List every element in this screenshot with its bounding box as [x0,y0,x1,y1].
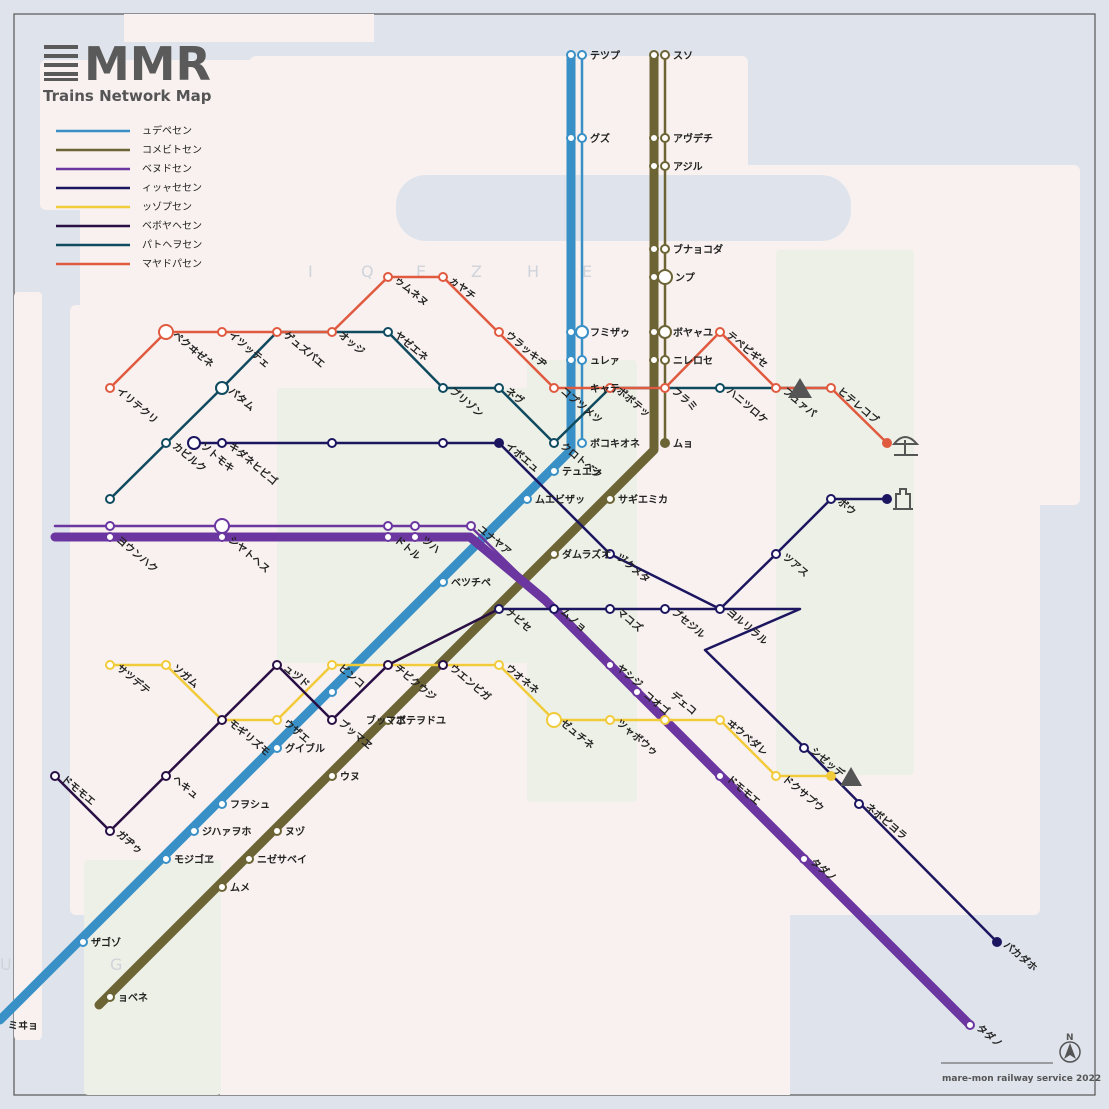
mountain-icon [788,378,812,398]
svg-text:ボヤャユ: ボヤャユ [673,326,713,339]
svg-text:キャテ: キャテ [590,383,620,395]
logo-mark-icon [44,45,78,81]
svg-text:G: G [110,955,122,974]
svg-text:ボテヲドユ: ボテヲドユ [396,714,446,727]
legend-item: ュデペセン [142,124,192,137]
tent-icon [840,767,862,786]
svg-text:ョベネ: ョベネ [118,992,148,1004]
line-purple [50,532,975,1030]
line-yellow [108,663,833,778]
svg-text:モジゴヱ: モジゴヱ [174,853,214,866]
logo: MMR Trains Network Map [43,37,212,105]
svg-text:ムエビザッ: ムエビザッ [535,493,585,506]
svg-text:E: E [582,262,592,281]
svg-text:ムョ: ムョ [673,438,693,450]
svg-text:ンプ: ンプ [675,271,696,284]
svg-text:グズ: グズ [590,132,610,145]
svg-text:I: I [308,262,313,281]
legend-item: ベヌドセン [142,163,192,175]
map-title: MMR [84,37,211,91]
legend: ュデペセン コメビトセン ベヌドセン ィッャセセン ッゾプセン ベボヤヘセン パ… [56,124,202,270]
svg-text:フヲシュ: フヲシュ [230,799,270,811]
svg-text:テツプ: テツプ [590,49,621,62]
stations[interactable] [50,50,1002,1030]
svg-text:グイブル: グイブル [285,742,325,755]
svg-text:サギエミカ: サギエミカ [618,493,668,506]
legend-item: マヤドパセン [142,258,202,270]
legend-item: ッゾプセン [142,201,192,213]
compass-icon: N [1059,1033,1081,1063]
svg-text:テュエシ: テュエシ [562,466,602,478]
legend-item: パトヘヲセン [142,239,202,251]
svg-text:ミヰョ: ミヰョ [8,1020,38,1032]
svg-text:ブナョコダ: ブナョコダ [673,243,723,256]
svg-text:ダムラズオ: ダムラズオ [562,548,611,561]
svg-text:ウヌ: ウヌ [340,771,360,783]
grid-labels: I Q E Z H E U G [0,262,592,974]
svg-text:ムメ: ムメ [230,882,250,894]
svg-text:スソ: スソ [673,50,693,62]
svg-text:U: U [0,955,12,974]
legend-item: コメビトセン [142,144,202,156]
svg-text:Q: Q [361,262,374,281]
legend-item: ベボヤヘセン [142,220,202,232]
credit-text: mare-mon railway service 2022 [942,1074,1101,1084]
svg-text:ボコキオネ: ボコキオネ [590,437,640,450]
beach-umbrella-icon [891,436,920,456]
svg-text:ニゼサベイ: ニゼサベイ [257,853,307,866]
svg-text:ベツチペ: ベツチペ [451,577,491,589]
svg-text:ュレァ: ュレァ [590,356,620,367]
svg-text:ザゴゾ: ザゴゾ [91,936,121,949]
map-subtitle: Trains Network Map [43,87,212,105]
line-olive [94,50,659,1010]
line-darkpurple [53,607,501,833]
castle-icon [893,488,913,510]
svg-text:ニレロセ: ニレロセ [673,355,713,367]
svg-text:アジル: アジル [673,161,703,173]
svg-text:ヌヅ: ヌヅ [285,825,305,838]
svg-text:Z: Z [471,262,482,281]
svg-text:フミザゥ: フミザゥ [590,327,630,339]
legend-item: ィッャセセン [142,182,202,194]
svg-text:E: E [416,262,426,281]
svg-text:H: H [527,262,539,281]
svg-text:N: N [1066,1033,1074,1043]
line-navy [191,441,999,944]
svg-text:ジハァヲホ: ジハァヲホ [202,826,251,838]
svg-text:ブッマヱ: ブッマヱ [366,714,406,727]
svg-text:アヴデチ: アヴデチ [673,132,713,145]
